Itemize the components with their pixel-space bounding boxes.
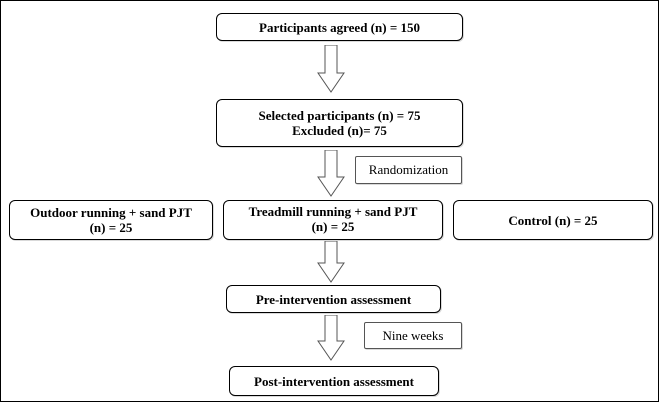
control-group-text: Control (n) = 25 [508, 212, 598, 228]
participants-agreed-text: Participants agreed (n) = 150 [259, 19, 420, 35]
pre-intervention-box: Pre-intervention assessment [226, 285, 441, 313]
outdoor-running-label: Outdoor running + sand PJT [30, 205, 192, 220]
randomization-text: Randomization [368, 162, 449, 177]
treadmill-running-group-box: Treadmill running + sand PJT (n) = 25 [223, 200, 443, 240]
duration-text: Nine weeks [382, 327, 444, 343]
post-intervention-text: Post-intervention assessment [254, 373, 414, 389]
selected-participants-box: Selected participants (n) = 75 Excluded … [216, 99, 463, 147]
arrow-down-3 [317, 241, 345, 283]
arrow-down-4 [317, 315, 345, 361]
outdoor-running-count: (n) = 25 [89, 220, 133, 235]
arrow-down-2 [317, 150, 345, 197]
arrow-down-1 [317, 45, 345, 93]
outdoor-running-group-box: Outdoor running + sand PJT (n) = 25 [9, 200, 213, 240]
randomization-label: Randomization [355, 156, 462, 184]
participants-agreed-box: Participants agreed (n) = 150 [216, 13, 463, 41]
control-group-box: Control (n) = 25 [453, 200, 653, 240]
post-intervention-box: Post-intervention assessment [229, 366, 439, 396]
selected-participants-text: Selected participants (n) = 75 [258, 108, 421, 123]
duration-label: Nine weeks [364, 322, 462, 349]
treadmill-running-label: Treadmill running + sand PJT [248, 204, 418, 219]
excluded-text: Excluded (n)= 75 [292, 123, 387, 138]
pre-intervention-text: Pre-intervention assessment [255, 291, 412, 307]
treadmill-running-count: (n) = 25 [311, 219, 355, 234]
